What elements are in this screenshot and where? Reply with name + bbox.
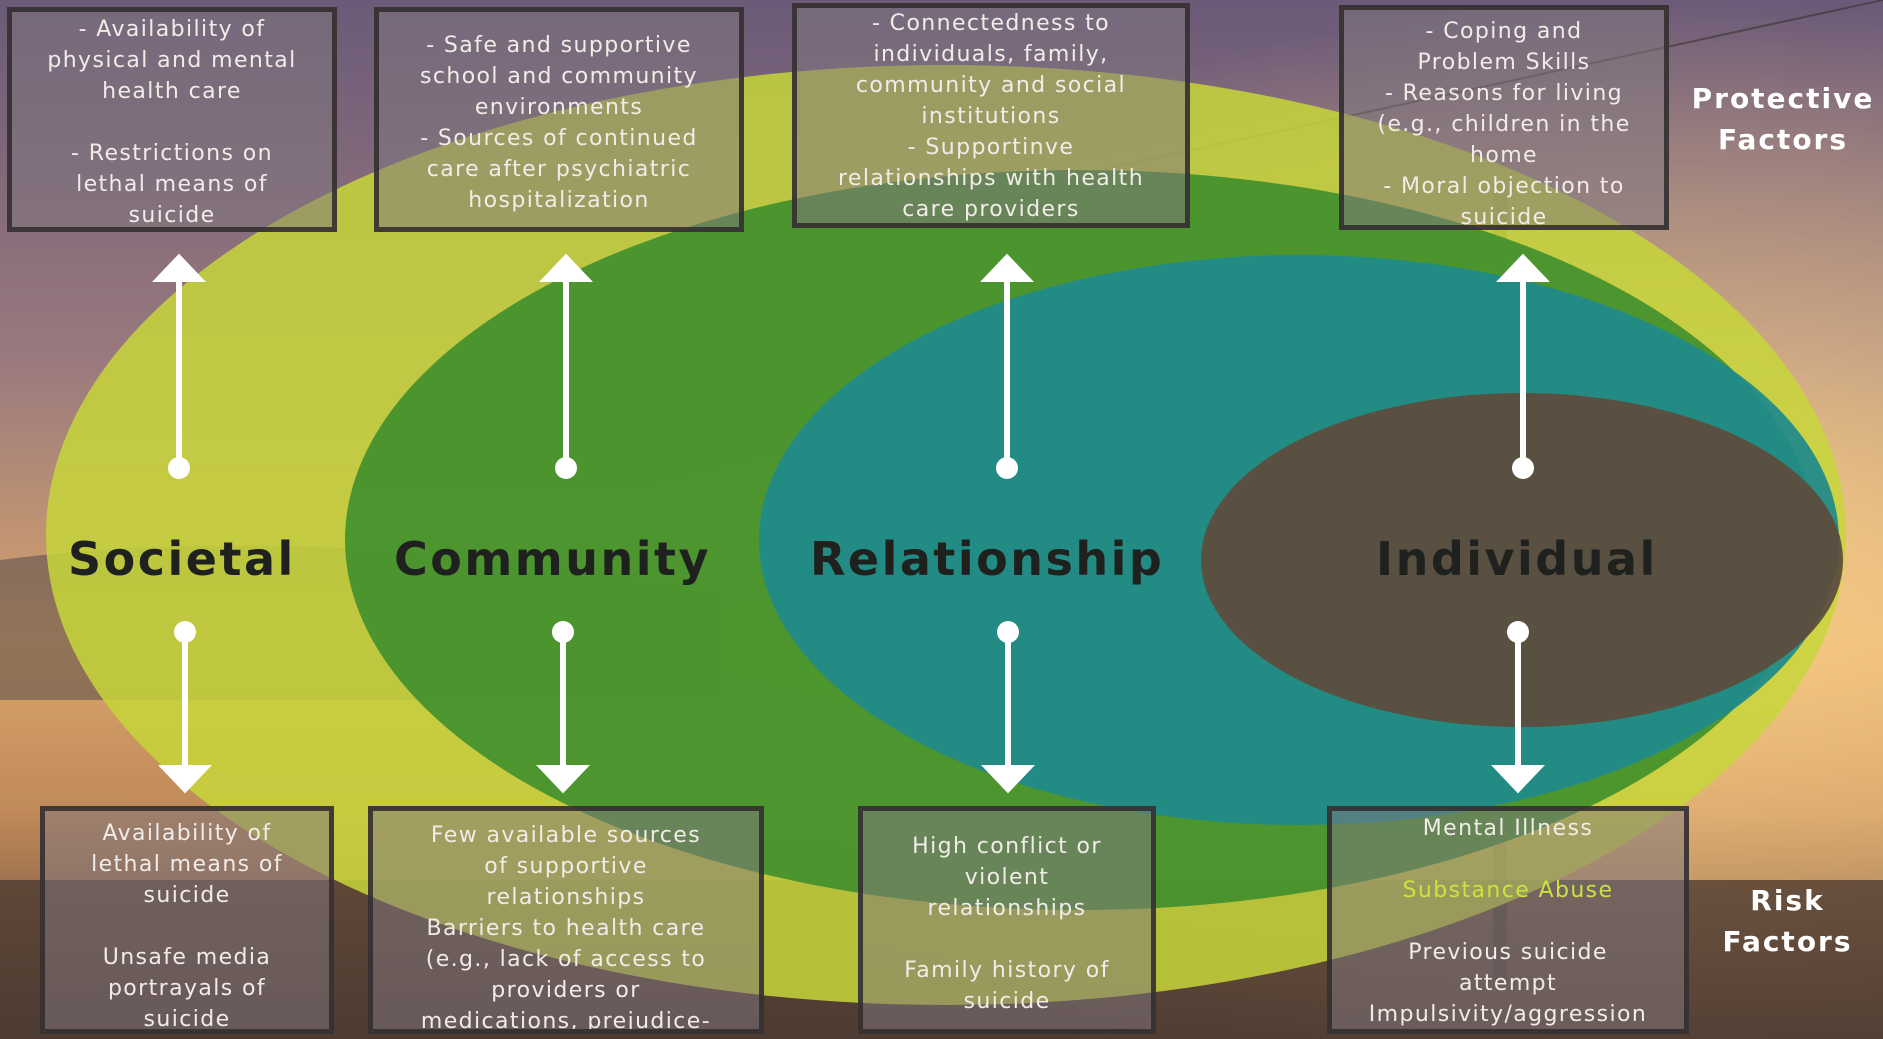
risk-box-societal: Availability of lethal means of suicide … xyxy=(40,806,334,1034)
spacer xyxy=(1332,844,1684,875)
factor-line: hospitalization xyxy=(468,188,650,213)
level-label-relationship: Relationship xyxy=(810,532,1165,586)
protective-label-line: Factors xyxy=(1717,123,1849,156)
factor-line: - Safe and supportive xyxy=(426,33,692,58)
factor-line: - Connectedness to xyxy=(871,11,1111,36)
risk-box-community: Few available sources of supportive rela… xyxy=(368,806,764,1034)
protective-box-societal: - Availability of physical and mental he… xyxy=(7,7,337,232)
factor-line: (e.g., lack of access to xyxy=(425,947,707,972)
level-label-societal: Societal xyxy=(68,532,296,586)
factor-line: home xyxy=(1470,143,1538,168)
protective-factors-label: Protective Factors xyxy=(1683,78,1883,160)
factor-line: lethal means of xyxy=(76,172,268,197)
factor-line: High conflict or xyxy=(912,834,1102,859)
factor-line: relationships xyxy=(927,896,1087,921)
protective-box-community: - Safe and supportive school and communi… xyxy=(374,7,744,232)
arrow-up-community xyxy=(539,253,593,479)
factor-line: care providers xyxy=(902,197,1080,222)
factor-line: (e.g., children in the xyxy=(1377,112,1631,137)
arrow-up-individual xyxy=(1496,253,1550,479)
risk-box-relationship: High conflict or violent relationships F… xyxy=(858,806,1156,1034)
factor-line: suicide xyxy=(143,883,231,908)
factor-line: providers or xyxy=(491,978,641,1003)
protective-box-relationship: - Connectedness to individuals, family, … xyxy=(792,3,1190,228)
arrow-up-societal xyxy=(152,253,206,479)
factor-line: - Reasons for living xyxy=(1384,81,1624,106)
factor-line-highlight: Substance Abuse xyxy=(1402,878,1614,903)
factor-line: lethal means of xyxy=(91,852,283,877)
factor-line: suicide xyxy=(1460,205,1548,230)
factor-line: - Restrictions on xyxy=(71,141,273,166)
factor-line: Barriers to health care xyxy=(426,916,706,941)
factor-line: relationships with health xyxy=(837,166,1145,191)
risk-box-individual: Mental Illness Substance Abuse Previous … xyxy=(1327,806,1689,1034)
protective-label-line: Protective xyxy=(1691,82,1875,115)
factor-line: attempt xyxy=(1458,971,1558,996)
factor-line: Problem Skills xyxy=(1417,50,1591,75)
factor-line: health care xyxy=(102,79,242,104)
arrow-down-community xyxy=(536,621,590,794)
factor-line: suicide xyxy=(963,989,1051,1014)
spacer xyxy=(1332,906,1684,937)
arrow-down-societal xyxy=(158,621,212,794)
factor-line: suicide xyxy=(128,203,216,228)
risk-label-line: Risk xyxy=(1750,884,1825,917)
factor-line: school and community xyxy=(420,64,698,89)
factor-line: Previous suicide xyxy=(1408,940,1608,965)
level-label-individual: Individual xyxy=(1376,532,1658,586)
factor-line: - Sources of continued xyxy=(420,126,698,151)
factor-line: individuals, family, xyxy=(873,42,1109,67)
factor-line: community and social xyxy=(855,73,1127,98)
risk-factors-label: Risk Factors xyxy=(1700,880,1875,962)
factor-line: Impulsivity/aggression xyxy=(1368,1002,1648,1027)
factor-line: - Availability of xyxy=(78,17,266,42)
factor-line: - Coping and xyxy=(1425,19,1583,44)
factor-line: portrayals of xyxy=(107,976,267,1001)
factor-line: Few available sources xyxy=(430,823,702,848)
factor-line: of supportive xyxy=(484,854,648,879)
protective-box-individual: - Coping and Problem Skills - Reasons fo… xyxy=(1339,5,1669,230)
arrow-down-relationship xyxy=(981,621,1035,794)
factor-line: Availability of xyxy=(102,821,272,846)
spacer xyxy=(45,911,329,942)
factor-line: violent xyxy=(964,865,1050,890)
factor-line: Family history of xyxy=(904,958,1110,983)
factor-line: care after psychiatric xyxy=(426,157,692,182)
factor-line: environments xyxy=(474,95,644,120)
factor-line: - Supportinve xyxy=(907,135,1075,160)
factor-line: suicide xyxy=(143,1007,231,1032)
factor-line: medications, prejudice- xyxy=(420,1009,712,1034)
factor-line: Unsafe media xyxy=(102,945,272,970)
individual-core xyxy=(1201,393,1843,727)
spacer xyxy=(863,924,1151,955)
level-label-community: Community xyxy=(394,532,711,586)
factor-line: relationships xyxy=(486,885,646,910)
factor-line: institutions xyxy=(921,104,1061,129)
arrow-down-individual xyxy=(1491,621,1545,794)
factor-line: Mental Illness xyxy=(1422,816,1594,841)
factor-line: physical and mental xyxy=(47,48,297,73)
risk-label-line: Factors xyxy=(1722,925,1853,958)
factor-line: - Moral objection to xyxy=(1383,174,1625,199)
spacer xyxy=(12,107,332,138)
arrow-up-relationship xyxy=(980,253,1034,479)
